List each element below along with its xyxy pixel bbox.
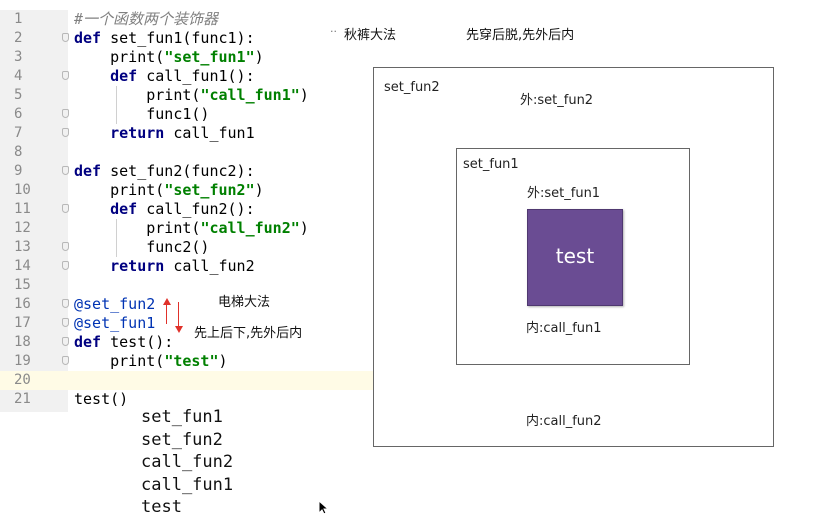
output-line: test: [141, 497, 182, 517]
inner-bottom-label: 内:call_fun1: [526, 321, 602, 336]
code-text: def set_fun2(func2):: [74, 162, 255, 180]
line-number-gutter: [0, 10, 68, 412]
fold-marker-icon[interactable]: [62, 337, 69, 346]
line-number: 12: [14, 220, 31, 236]
code-line[interactable]: 14 return call_fun2: [0, 257, 380, 276]
line-number: 6: [14, 106, 23, 122]
code-line[interactable]: 1 #一个函数两个装饰器: [0, 10, 380, 29]
line-number: 20: [14, 372, 31, 388]
code-line[interactable]: 12 print("call_fun2"): [0, 219, 380, 238]
fold-marker-icon[interactable]: [62, 71, 69, 80]
line-number: 8: [14, 144, 23, 160]
outer-bottom-label: 内:call_fun2: [526, 414, 602, 429]
code-text: print("set_fun1"): [74, 48, 264, 66]
line-number: 13: [14, 239, 31, 255]
line-number: 14: [14, 258, 31, 274]
note-dress-order: 先穿后脱,先外后内: [466, 28, 575, 43]
code-text: @set_fun1: [74, 314, 156, 332]
code-text: return call_fun2: [74, 257, 255, 275]
code-line[interactable]: 18 def test():: [0, 333, 380, 352]
code-text: def set_fun1(func1):: [74, 29, 255, 47]
code-line[interactable]: 7 return call_fun1: [0, 124, 380, 143]
fold-marker-icon[interactable]: [62, 128, 69, 137]
fold-marker-icon[interactable]: [62, 356, 69, 365]
inner-box-label: set_fun1: [463, 157, 519, 172]
note-autumn-pants: 秋裤大法: [344, 28, 397, 43]
up-arrow-head-icon: [163, 298, 171, 305]
line-number: 18: [14, 334, 31, 350]
code-text: print("test"): [74, 352, 228, 370]
fold-marker-icon[interactable]: [62, 33, 69, 42]
core-test-box: test: [527, 209, 623, 306]
fold-marker-icon[interactable]: [62, 318, 69, 327]
line-number: 9: [14, 163, 23, 179]
note-dots: ··: [330, 25, 337, 38]
code-text: print("call_fun1"): [74, 86, 309, 104]
code-line[interactable]: 17 @set_fun1: [0, 314, 380, 333]
code-text: print("set_fun2"): [74, 181, 264, 199]
code-line[interactable]: 21 test(): [0, 390, 380, 409]
line-number: 4: [14, 68, 23, 84]
indent-guide: [116, 219, 117, 257]
code-text: @set_fun2: [74, 295, 156, 313]
output-line: set_fun1: [141, 407, 223, 427]
mouse-cursor-icon: [318, 500, 330, 515]
note-order: 先上后下,先外后内: [194, 326, 303, 341]
down-arrow-head-icon: [175, 326, 183, 333]
code-text: return call_fun1: [74, 124, 255, 142]
code-line[interactable]: 11 def call_fun2():: [0, 200, 380, 219]
line-number: 1: [14, 11, 23, 27]
fold-marker-icon[interactable]: [62, 242, 69, 251]
down-arrow-icon: [178, 302, 179, 326]
code-line[interactable]: 20: [0, 371, 380, 390]
fold-marker-icon[interactable]: [62, 299, 69, 308]
output-line: call_fun2: [141, 452, 234, 472]
code-line[interactable]: 19 print("test"): [0, 352, 380, 371]
inner-top-label: 外:set_fun1: [527, 186, 601, 201]
code-text: test(): [74, 390, 129, 408]
code-line[interactable]: 8: [0, 143, 380, 162]
code-line[interactable]: 10 print("set_fun2"): [0, 181, 380, 200]
line-number: 15: [14, 277, 31, 293]
code-line[interactable]: 9 def set_fun2(func2):: [0, 162, 380, 181]
code-line[interactable]: 15: [0, 276, 380, 295]
code-text: func2(): [74, 238, 210, 256]
core-test-label: test: [555, 244, 595, 268]
code-line[interactable]: 3 print("set_fun1"): [0, 48, 380, 67]
outer-top-label: 外:set_fun2: [520, 93, 594, 108]
output-line: call_fun1: [141, 474, 234, 495]
note-elevator: 电梯大法: [218, 295, 271, 310]
line-number: 16: [14, 296, 31, 312]
code-line[interactable]: 4 def call_fun1():: [0, 67, 380, 86]
fold-marker-icon[interactable]: [62, 166, 69, 175]
up-arrow-icon: [166, 302, 167, 324]
line-number: 10: [14, 182, 31, 198]
code-text: def test():: [74, 333, 174, 351]
line-number: 7: [14, 125, 23, 141]
line-number: 2: [14, 30, 23, 46]
fold-marker-icon[interactable]: [62, 261, 69, 270]
code-line[interactable]: 2 def set_fun1(func1):: [0, 29, 380, 48]
code-line[interactable]: 13 func2(): [0, 238, 380, 257]
outer-box-label: set_fun2: [384, 80, 440, 95]
code-text: def call_fun1():: [74, 67, 255, 85]
indent-guide: [116, 86, 117, 124]
code-line[interactable]: 16 @set_fun2: [0, 295, 380, 314]
code-text: print("call_fun2"): [74, 219, 309, 237]
code-line[interactable]: 5 print("call_fun1"): [0, 86, 380, 105]
code-text: func1(): [74, 105, 210, 123]
output-line: set_fun2: [141, 429, 223, 450]
code-line[interactable]: 6 func1(): [0, 105, 380, 124]
fold-marker-icon[interactable]: [62, 204, 69, 213]
line-number: 11: [14, 201, 31, 217]
line-number: 21: [14, 391, 31, 407]
code-text: def call_fun2():: [74, 200, 255, 218]
line-number: 17: [14, 315, 31, 331]
code-text: #一个函数两个装饰器: [74, 10, 219, 28]
line-number: 19: [14, 353, 31, 369]
line-number: 5: [14, 87, 23, 103]
fold-marker-icon[interactable]: [62, 109, 69, 118]
line-number: 3: [14, 49, 23, 65]
